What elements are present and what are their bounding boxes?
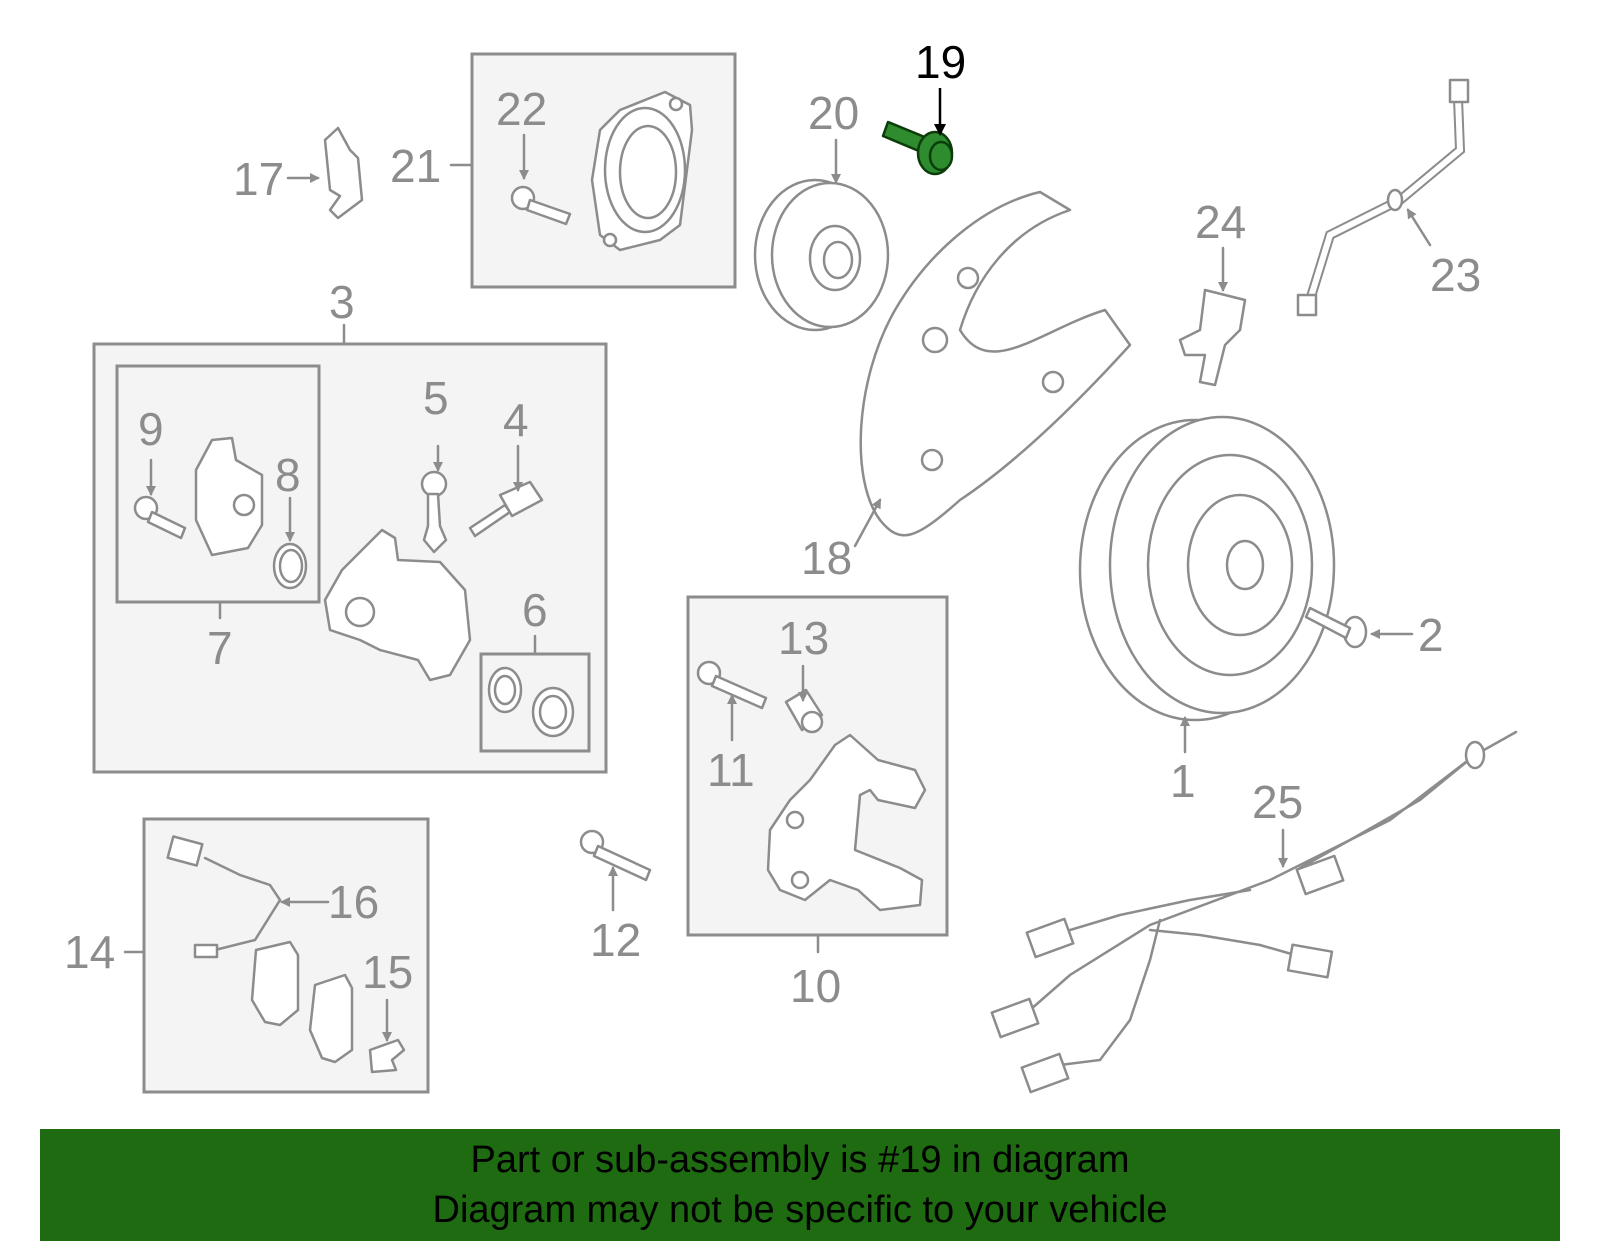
callout-22: 22 — [496, 83, 547, 135]
callout-8: 8 — [275, 449, 301, 501]
callout-6: 6 — [522, 584, 548, 636]
clip-15-icon — [368, 1038, 406, 1074]
callout-20: 20 — [808, 87, 859, 139]
callout-17: 17 — [233, 153, 284, 205]
callout-21: 21 — [390, 140, 441, 192]
hub-bearing-21-icon — [590, 90, 694, 252]
brake-rotor-1-icon — [1078, 415, 1336, 722]
bleeder-5-icon — [420, 470, 448, 554]
bolt-12-icon — [579, 829, 652, 882]
caliper-housing-3-icon — [323, 528, 472, 682]
wear-sensor-16-icon — [166, 835, 282, 959]
callout-25: 25 — [1252, 776, 1303, 828]
sensor-24-icon — [1178, 288, 1247, 387]
caliper-bracket-10-icon — [766, 733, 927, 912]
callout-3: 3 — [329, 276, 355, 328]
callout-5: 5 — [423, 372, 449, 424]
callout-18: 18 — [801, 532, 852, 584]
callout-11: 11 — [707, 744, 755, 796]
bolt-11-icon — [696, 660, 768, 710]
piston-seal-6-icon — [487, 666, 575, 738]
callout-10: 10 — [790, 960, 841, 1012]
leader-lines — [123, 88, 1432, 1042]
callout-23: 23 — [1430, 249, 1481, 301]
callout-9: 9 — [138, 403, 164, 455]
brake-hose-23-icon — [1296, 78, 1470, 317]
brake-pads-14-icon — [250, 940, 354, 1064]
callout-14: 14 — [64, 926, 115, 978]
callout-7: 7 — [207, 622, 233, 674]
bracket-17-icon — [323, 126, 364, 220]
callout-13: 13 — [778, 612, 829, 664]
bolt-22-icon — [510, 185, 572, 226]
callout-24: 24 — [1195, 196, 1246, 248]
banner-line-2: Diagram may not be specific to your vehi… — [432, 1189, 1168, 1231]
seal-ring-8-icon — [272, 542, 308, 590]
wiring-harness-25-icon — [990, 730, 1518, 1094]
banner-line-1: Part or sub-assembly is #19 in diagram — [470, 1139, 1130, 1181]
callout-4: 4 — [503, 394, 529, 446]
bolt-9-icon — [133, 495, 187, 540]
callout-12: 12 — [590, 914, 641, 966]
callout-2: 2 — [1418, 609, 1444, 661]
callout-1: 1 — [1170, 755, 1196, 807]
callout-19: 19 — [915, 36, 966, 88]
caliper-motor-7-icon — [194, 436, 264, 557]
callout-15: 15 — [362, 946, 413, 998]
callout-labels: 1 2 3 4 5 6 7 8 9 10 11 12 13 14 15 16 1… — [64, 36, 1481, 1012]
callout-16: 16 — [328, 876, 379, 928]
screw-2-icon — [1304, 606, 1368, 649]
info-banner: Part or sub-assembly is #19 in diagram D… — [40, 1129, 1560, 1241]
wheel-hub-20-icon — [753, 178, 890, 332]
highlighted-bolt-19-icon — [881, 120, 954, 176]
splash-shield-18-icon — [859, 190, 1132, 537]
